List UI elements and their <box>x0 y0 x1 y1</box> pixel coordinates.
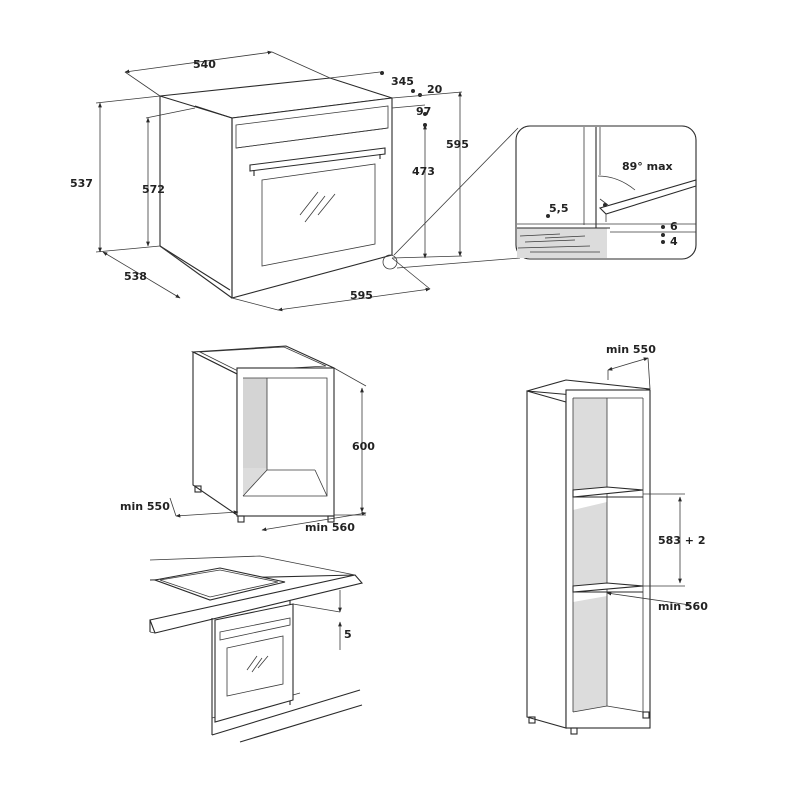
cabinet-depth-label: min 550 <box>120 500 170 513</box>
dim-door-window: 473 <box>412 165 435 178</box>
dim-depth-bottom: 538 <box>124 270 147 283</box>
hinge-detail: 89° max 5,5 6 4 <box>515 125 697 260</box>
worktop-installation: 5 <box>149 555 364 743</box>
dim-height-right: 595 <box>446 138 469 151</box>
dim-height-left: 537 <box>70 177 93 190</box>
dim-inner-height: 572 <box>142 183 165 196</box>
dim-door-offset: 20 <box>427 83 443 96</box>
detail-gap: 5,5 <box>549 202 569 215</box>
oven-dimension-labels: 540 345 20 97 595 473 537 572 538 595 <box>70 58 469 302</box>
base-cabinet: 600 min 550 min 560 <box>120 345 375 534</box>
detail-clearance-b: 4 <box>670 235 678 248</box>
cabinet-height-label: 600 <box>352 440 375 453</box>
dim-width-top: 540 <box>193 58 216 71</box>
worktop-gap-label: 5 <box>344 628 352 641</box>
detail-clearance-a: 6 <box>670 220 678 233</box>
oven-dimension-lines <box>95 50 521 312</box>
column-depth-label: min 550 <box>606 343 656 356</box>
tall-column: min 550 583 + 2 min 560 <box>526 343 708 735</box>
dim-width-bottom: 595 <box>350 289 373 302</box>
dim-depth-top: 345 <box>391 75 414 88</box>
oven-drawing <box>159 77 398 299</box>
detail-hinge-angle: 89° max <box>622 160 673 173</box>
cabinet-width-label: min 560 <box>305 521 355 534</box>
dim-panel-height: 97 <box>416 105 431 118</box>
column-width-label: min 560 <box>658 600 708 613</box>
column-niche-label: 583 + 2 <box>658 534 706 547</box>
